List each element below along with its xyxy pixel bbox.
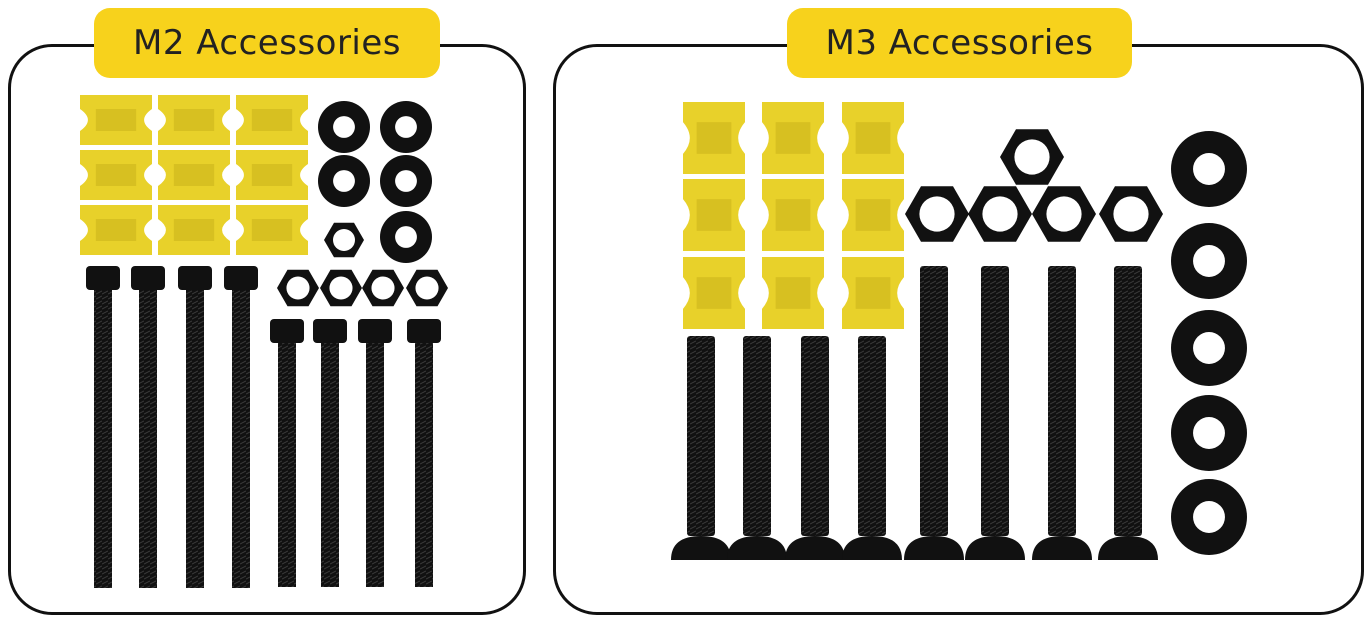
socket-screw-icon <box>178 266 212 588</box>
spacer-icon <box>80 150 152 200</box>
washer-icon <box>380 155 432 207</box>
hex-nut-icon <box>1032 186 1096 242</box>
pan-head-screw-icon <box>671 336 731 560</box>
pan-head-screw-icon <box>1032 266 1092 560</box>
spacer-icon <box>236 205 308 255</box>
spacer-icon <box>762 257 824 329</box>
spacer-icon <box>158 205 230 255</box>
hex-nut-icon <box>1000 129 1064 185</box>
spacer-icon <box>762 179 824 251</box>
washer-icon <box>318 155 370 207</box>
pan-head-screw-icon <box>1098 266 1158 560</box>
m3-title: M3 Accessories <box>825 23 1094 63</box>
pan-head-screw-icon <box>904 266 964 560</box>
m2-parts <box>80 95 448 588</box>
pan-head-screw-icon <box>842 336 902 560</box>
socket-screw-icon <box>270 319 304 587</box>
pan-head-screw-icon <box>965 266 1025 560</box>
spacer-icon <box>80 205 152 255</box>
spacer-icon <box>683 102 745 174</box>
m3-parts <box>671 102 1247 560</box>
hex-nut-icon <box>905 186 969 242</box>
socket-screw-icon <box>313 319 347 587</box>
washer-icon <box>1171 479 1247 555</box>
washer-icon <box>1171 395 1247 471</box>
spacer-icon <box>683 179 745 251</box>
spacer-icon <box>842 179 904 251</box>
hex-nut-icon <box>406 269 448 307</box>
spacer-icon <box>762 102 824 174</box>
washer-icon <box>380 211 432 263</box>
socket-screw-icon <box>224 266 258 588</box>
m3-title-badge: M3 Accessories <box>787 8 1132 78</box>
washer-icon <box>1171 131 1247 207</box>
spacer-icon <box>842 102 904 174</box>
m2-title: M2 Accessories <box>132 23 402 63</box>
spacer-icon <box>158 150 230 200</box>
m2-title-badge: M2 Accessories <box>94 8 440 78</box>
pan-head-screw-icon <box>785 336 845 560</box>
hex-nut-icon <box>320 269 362 307</box>
spacer-icon <box>683 257 745 329</box>
pan-head-screw-icon <box>727 336 787 560</box>
spacer-icon <box>842 257 904 329</box>
socket-screw-icon <box>407 319 441 587</box>
hex-nut-icon <box>1099 186 1163 242</box>
washer-icon <box>380 101 432 153</box>
spacer-icon <box>236 150 308 200</box>
spacer-icon <box>80 95 152 145</box>
hex-nut-icon <box>277 269 319 307</box>
socket-screw-icon <box>86 266 120 588</box>
hex-nut-icon <box>362 269 404 307</box>
spacer-icon <box>236 95 308 145</box>
socket-screw-icon <box>131 266 165 588</box>
socket-screw-icon <box>358 319 392 587</box>
washer-icon <box>1171 223 1247 299</box>
hex-nut-icon <box>324 222 364 258</box>
hex-nut-icon <box>968 186 1032 242</box>
spacer-icon <box>158 95 230 145</box>
washer-icon <box>1171 310 1247 386</box>
washer-icon <box>318 101 370 153</box>
